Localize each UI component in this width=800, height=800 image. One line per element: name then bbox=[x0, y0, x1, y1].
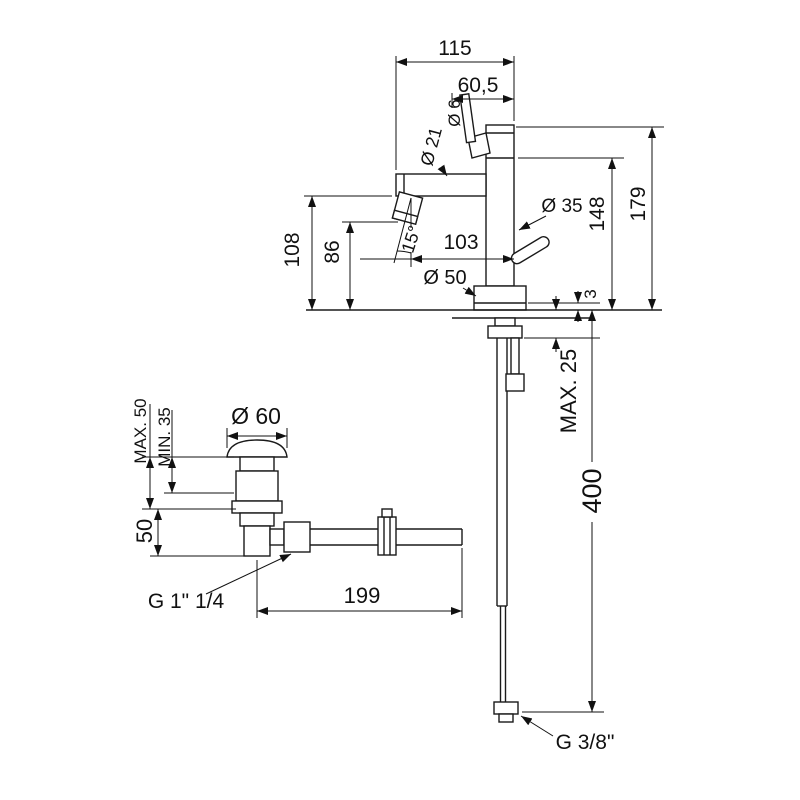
dim-g1-14-label: G 1" 1/4 bbox=[148, 590, 225, 613]
dim-103-label: 103 bbox=[443, 231, 478, 254]
hose-end-nut bbox=[493, 701, 519, 715]
dim-148-label: 148 bbox=[586, 196, 609, 231]
supply-hose bbox=[496, 338, 508, 702]
faucet-body bbox=[485, 124, 515, 287]
hose-fitting-block bbox=[505, 373, 525, 392]
dim-179-label: 179 bbox=[627, 186, 650, 221]
dim-dia6-label: Ø 6 bbox=[445, 99, 464, 126]
rod-fitting-tab bbox=[381, 508, 393, 518]
waste-dome bbox=[226, 439, 288, 458]
aerator bbox=[391, 191, 424, 226]
waste-pipe-nut bbox=[283, 521, 311, 553]
dim-86-label: 86 bbox=[321, 240, 344, 263]
dim-400-label: 400 bbox=[577, 468, 607, 513]
dim-min35-label: MIN. 35 bbox=[155, 407, 174, 467]
faucet-drawing bbox=[226, 93, 662, 723]
dim-dia50-label: Ø 50 bbox=[423, 267, 466, 289]
dim-115-label: 115 bbox=[438, 37, 471, 60]
dimension-lines bbox=[142, 56, 664, 737]
waste-stem bbox=[239, 456, 275, 472]
dim-60-5-label: 60,5 bbox=[458, 74, 499, 97]
mounting-shank bbox=[494, 317, 516, 327]
waste-stub bbox=[269, 528, 285, 546]
dim-dia60-label: Ø 60 bbox=[231, 403, 281, 429]
dim-108-label: 108 bbox=[281, 232, 304, 267]
dim-dia35-label: Ø 35 bbox=[541, 196, 582, 217]
faucet-base bbox=[473, 285, 527, 311]
dim-g3-8-label: G 3/8" bbox=[556, 731, 615, 754]
lever-handle bbox=[510, 236, 550, 265]
hose-end-tip bbox=[498, 713, 514, 723]
dim-199-label: 199 bbox=[344, 583, 381, 608]
dim-15deg-label: 15° bbox=[398, 223, 425, 255]
waste-thread-body bbox=[235, 470, 279, 502]
waste-locknut bbox=[231, 500, 283, 514]
dim-50-label: 50 bbox=[132, 519, 157, 543]
dim-max50-label: MAX. 50 bbox=[131, 398, 150, 463]
mounting-nut bbox=[487, 325, 523, 339]
dim-3-label: 3 bbox=[581, 289, 600, 298]
dimension-labels: 115 60,5 Ø 6 Ø 21 Ø 35 148 179 103 15° 1… bbox=[131, 37, 650, 754]
waste-lower-body bbox=[239, 512, 275, 527]
dim-dia21-label: Ø 21 bbox=[416, 125, 445, 168]
faucet-spout bbox=[395, 173, 487, 197]
waste-drain-assembly bbox=[226, 439, 463, 557]
rod-fitting bbox=[377, 516, 397, 556]
dim-max25-label: MAX. 25 bbox=[556, 349, 581, 433]
joystick-rod bbox=[459, 93, 477, 144]
waste-tee bbox=[243, 525, 271, 557]
second-hose bbox=[510, 337, 520, 375]
